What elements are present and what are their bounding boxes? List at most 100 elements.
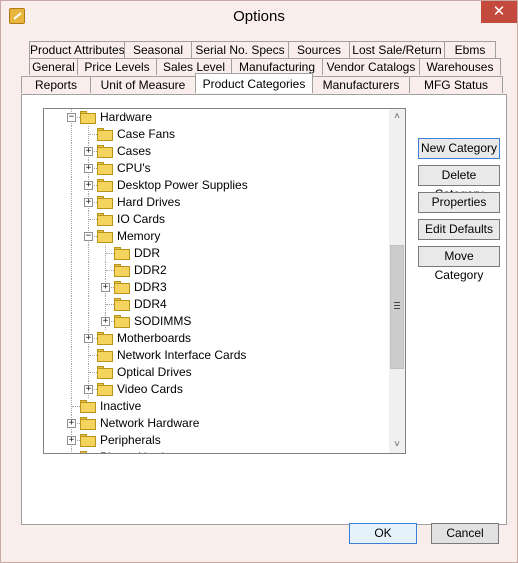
tree-guide — [88, 126, 89, 143]
new-category-button[interactable]: New Category — [418, 138, 500, 159]
tab-ebms[interactable]: Ebms — [444, 41, 496, 58]
tree-connector — [106, 304, 114, 305]
tab-sources[interactable]: Sources — [288, 41, 350, 58]
close-button[interactable]: ✕ — [481, 1, 517, 23]
expand-icon[interactable]: + — [84, 180, 93, 190]
expand-icon[interactable]: + — [67, 435, 76, 445]
tree-guide — [88, 347, 89, 364]
expand-icon[interactable]: + — [84, 163, 93, 173]
properties-button[interactable]: Properties — [418, 192, 500, 213]
tree-guide — [88, 364, 89, 381]
tree-node[interactable]: Inactive — [44, 398, 390, 415]
delete-category-button[interactable]: Delete Category — [418, 165, 500, 201]
tree-node[interactable]: − Memory — [44, 228, 390, 245]
tree-guide — [71, 143, 72, 160]
tree-node[interactable]: + Network Hardware — [44, 415, 390, 432]
scroll-down-icon[interactable]: ˅ — [394, 439, 400, 450]
tree-node[interactable]: IO Cards — [44, 211, 390, 228]
tree-node-label: Network Interface Cards — [117, 348, 247, 362]
tab-general[interactable]: General — [29, 58, 78, 75]
tab-vendor-catalogs[interactable]: Vendor Catalogs — [322, 58, 420, 75]
tree-node-label: Cases — [117, 144, 152, 158]
tab-mfg-status[interactable]: MFG Status — [409, 76, 503, 93]
tree-node[interactable]: +Desktop Power Supplies — [44, 177, 390, 194]
collapse-icon[interactable]: − — [67, 112, 76, 122]
tree-connector — [89, 219, 97, 220]
tree-node-label: Memory — [117, 229, 161, 243]
tree-guide — [71, 398, 72, 415]
tree-node[interactable]: +Motherboards — [44, 330, 390, 347]
folder-icon — [114, 247, 130, 260]
tree-node[interactable]: + Cases — [44, 143, 390, 160]
tree-node[interactable]: +CPU's — [44, 160, 390, 177]
tree-connector — [89, 338, 97, 339]
collapse-icon[interactable]: − — [84, 231, 93, 241]
cancel-button[interactable]: Cancel — [431, 523, 499, 544]
tree-node[interactable]: Network Interface Cards — [44, 347, 390, 364]
tree-node[interactable]: Optical Drives — [44, 364, 390, 381]
tree-node-label: Peripherals — [100, 433, 161, 447]
tab-product-attributes[interactable]: Product Attributes — [29, 41, 125, 58]
tab-product-categories[interactable]: Product Categories — [195, 73, 313, 93]
tree-node[interactable]: +DDR3 — [44, 279, 390, 296]
tree-node[interactable]: +Video Cards — [44, 381, 390, 398]
tab-serial-no-specs[interactable]: Serial No. Specs — [191, 41, 289, 58]
tree-guide — [105, 296, 106, 313]
tab-lost-sale-return[interactable]: Lost Sale/Return — [349, 41, 445, 58]
tab-seasonal[interactable]: Seasonal — [124, 41, 192, 58]
title-bar[interactable]: Options ✕ — [1, 1, 517, 31]
tab-warehouses[interactable]: Warehouses — [419, 58, 501, 75]
tree-node[interactable]: DDR — [44, 245, 390, 262]
scroll-thumb[interactable] — [390, 245, 404, 369]
tree-node-label: DDR — [134, 246, 160, 260]
tree-node[interactable]: +Phone Hardware — [44, 449, 390, 453]
folder-icon — [97, 383, 113, 396]
folder-icon — [97, 196, 113, 209]
tree-node[interactable]: +Hard Drives — [44, 194, 390, 211]
tree-guide — [105, 262, 106, 279]
folder-icon — [114, 315, 130, 328]
expand-icon[interactable]: + — [67, 418, 76, 428]
tab-unit-of-measure[interactable]: Unit of Measure — [90, 76, 196, 93]
tree-node-label: DDR2 — [134, 263, 167, 277]
tree-node[interactable]: + Peripherals — [44, 432, 390, 449]
move-category-button[interactable]: Move Category — [418, 246, 500, 282]
tree-node-label: Network Hardware — [100, 416, 200, 430]
edit-defaults-button[interactable]: Edit Defaults — [418, 219, 500, 240]
tree-node-label: IO Cards — [117, 212, 166, 226]
tree-guide — [71, 262, 72, 279]
expand-icon[interactable]: + — [84, 333, 93, 343]
tree-node-label: SODIMMS — [134, 314, 192, 328]
expand-icon[interactable]: + — [101, 316, 110, 326]
tree-node[interactable]: DDR4 — [44, 296, 390, 313]
tree-connector — [89, 134, 97, 135]
expand-icon[interactable]: + — [101, 282, 110, 292]
tree-node[interactable]: + SODIMMS — [44, 313, 390, 330]
expand-icon[interactable]: + — [84, 146, 93, 156]
tree-scrollbar[interactable]: ˄ ˅ — [389, 109, 405, 453]
tree-node[interactable]: −Hardware — [44, 109, 390, 126]
app-icon — [9, 8, 25, 24]
grip-line — [394, 308, 400, 309]
window-title: Options — [233, 8, 285, 25]
folder-icon — [97, 230, 113, 243]
tree-node[interactable]: Case Fans — [44, 126, 390, 143]
tab-reports[interactable]: Reports — [21, 76, 91, 93]
tree-node[interactable]: DDR2 — [44, 262, 390, 279]
scroll-up-icon[interactable]: ˄ — [394, 111, 400, 122]
folder-icon — [80, 434, 96, 447]
tab-manufacturers[interactable]: Manufacturers — [312, 76, 410, 93]
tree-node-label: Inactive — [100, 399, 142, 413]
expand-icon[interactable]: + — [84, 197, 93, 207]
tab-price-levels[interactable]: Price Levels — [77, 58, 157, 75]
tree-guide — [88, 245, 89, 262]
folder-icon — [97, 332, 113, 345]
tree-guide — [88, 211, 89, 228]
expand-icon[interactable]: + — [84, 384, 93, 394]
folder-icon — [97, 179, 113, 192]
ok-button[interactable]: OK — [349, 523, 417, 544]
